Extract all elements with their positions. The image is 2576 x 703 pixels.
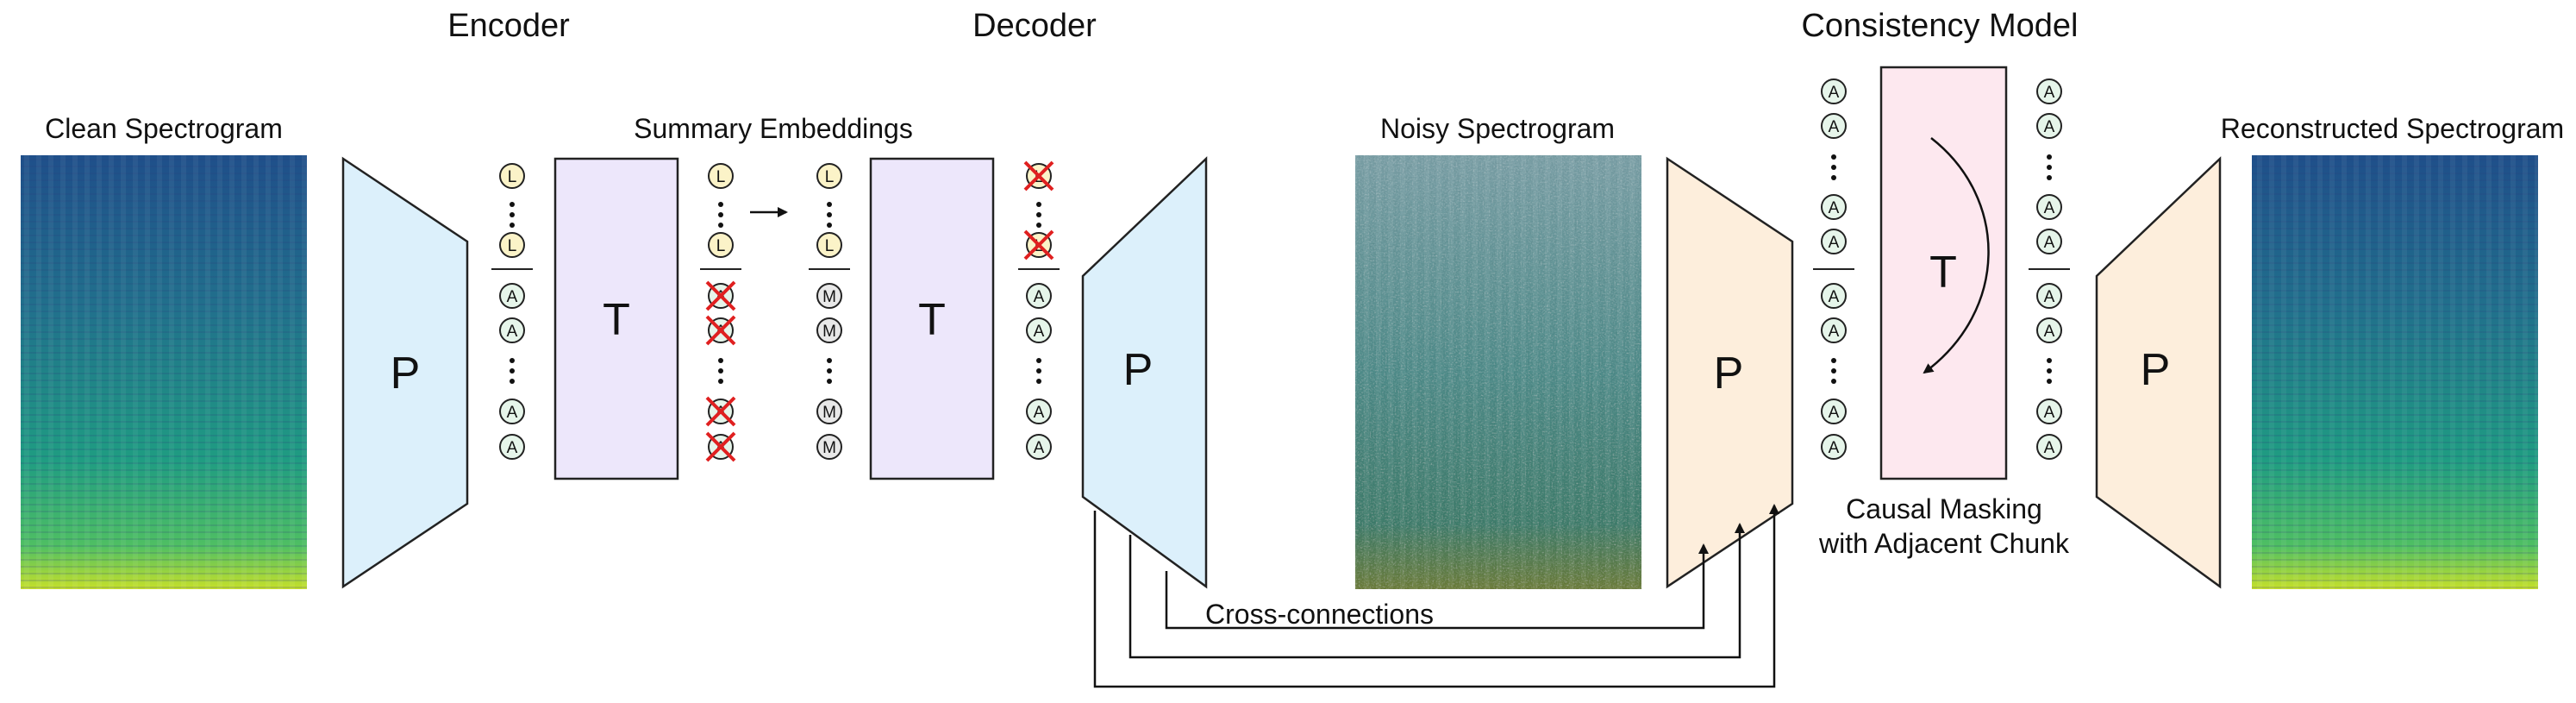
consistency-model-title: Consistency Model [1801, 8, 2078, 44]
latent-token: L [825, 237, 835, 255]
audio-token: A [1034, 439, 1045, 457]
latent-token: L [716, 168, 726, 186]
cross-connection-line [1165, 543, 1709, 630]
mask-token: M [822, 288, 836, 306]
cross-connection-line [1093, 504, 1779, 688]
latent-token: L [716, 237, 726, 255]
dropped-token: A [705, 280, 736, 311]
noisy-spectrogram-image [1355, 155, 1641, 589]
dropped-token: A [705, 315, 736, 346]
audio-token: A [507, 323, 518, 341]
causal-masking-caption-line2: with Adjacent Chunk [1818, 528, 2070, 559]
cross-connections-label: Cross-connections [1205, 599, 1434, 630]
decoder-transformer-block: T [869, 157, 995, 480]
audio-token: A [2044, 439, 2055, 457]
causal-attention-arrow [1923, 137, 1990, 374]
audio-token: A [2044, 199, 2055, 217]
cross-connection-line [1129, 523, 1745, 659]
token-column-decoder-output: L L A A A A [1018, 160, 1060, 460]
audio-token: A [1829, 199, 1840, 217]
token-column-consistency-output: A A A A A A A A [2029, 78, 2070, 460]
clean-spectrogram-label: Clean Spectrogram [45, 113, 283, 144]
encoder-title: Encoder [447, 8, 570, 44]
audio-token: A [1829, 234, 1840, 252]
audio-token: A [1829, 84, 1840, 102]
consistency-unpatchify-label: P [2141, 345, 2171, 395]
audio-token: A [1829, 439, 1840, 457]
cross-connections: Cross-connections [1093, 504, 1779, 688]
noisy-spectrogram-label: Noisy Spectrogram [1380, 113, 1615, 144]
token-column-encoder-input: L L A A A A [491, 163, 533, 460]
decoder-transformer-label: T [918, 295, 946, 345]
audio-token: A [1034, 404, 1045, 422]
mask-token: M [822, 404, 836, 422]
token-column-encoder-output: L L A A A A [700, 163, 741, 462]
dropped-token: A [705, 431, 736, 462]
consistency-transformer-block: T [1879, 66, 2008, 480]
encoder-transformer-block: T [553, 157, 679, 480]
dropped-token: L [1023, 229, 1054, 260]
token-column-consistency-input: A A A A A A A A [1813, 78, 1854, 460]
audio-token: A [2044, 404, 2055, 422]
causal-masking-caption-line1: Causal Masking [1846, 493, 2042, 524]
latent-token: L [825, 168, 835, 186]
latent-token: L [508, 168, 517, 186]
audio-token: A [1829, 288, 1840, 306]
audio-token: A [507, 439, 518, 457]
encoder-patchify-label: P [391, 348, 421, 399]
summary-embeddings-label: Summary Embeddings [634, 113, 913, 144]
encoder-transformer-label: T [603, 295, 630, 345]
decoder-title: Decoder [972, 8, 1097, 44]
audio-token: A [2044, 234, 2055, 252]
audio-token: A [1034, 323, 1045, 341]
audio-token: A [2044, 118, 2055, 136]
audio-token: A [2044, 84, 2055, 102]
audio-token: A [1829, 323, 1840, 341]
decoder-unpatchify-block: P [1081, 156, 1208, 589]
consistency-unpatchify-block: P [2095, 156, 2222, 589]
audio-token: A [507, 404, 518, 422]
reconstructed-spectrogram-image [2252, 155, 2538, 589]
audio-token: A [1829, 118, 1840, 136]
token-column-decoder-input: L L M M M M [809, 163, 850, 460]
clean-spectrogram-image [21, 155, 307, 589]
audio-token: A [2044, 323, 2055, 341]
latent-token: L [508, 237, 517, 255]
consistency-patchify-label: P [1714, 348, 1744, 399]
dropped-token: L [1023, 160, 1054, 191]
encoder-patchify-block: P [341, 156, 469, 589]
audio-token: A [2044, 288, 2055, 306]
consistency-patchify-block: P [1666, 156, 1794, 589]
audio-token: A [507, 288, 518, 306]
decoder-unpatchify-label: P [1123, 345, 1154, 395]
consistency-transformer-label: T [1929, 248, 1957, 298]
dropped-token: A [705, 396, 736, 427]
mask-token: M [822, 323, 836, 341]
audio-token: A [1829, 404, 1840, 422]
audio-token: A [1034, 288, 1045, 306]
mask-token: M [822, 439, 836, 457]
reconstructed-spectrogram-label: Reconstructed Spectrogram [2221, 113, 2564, 144]
